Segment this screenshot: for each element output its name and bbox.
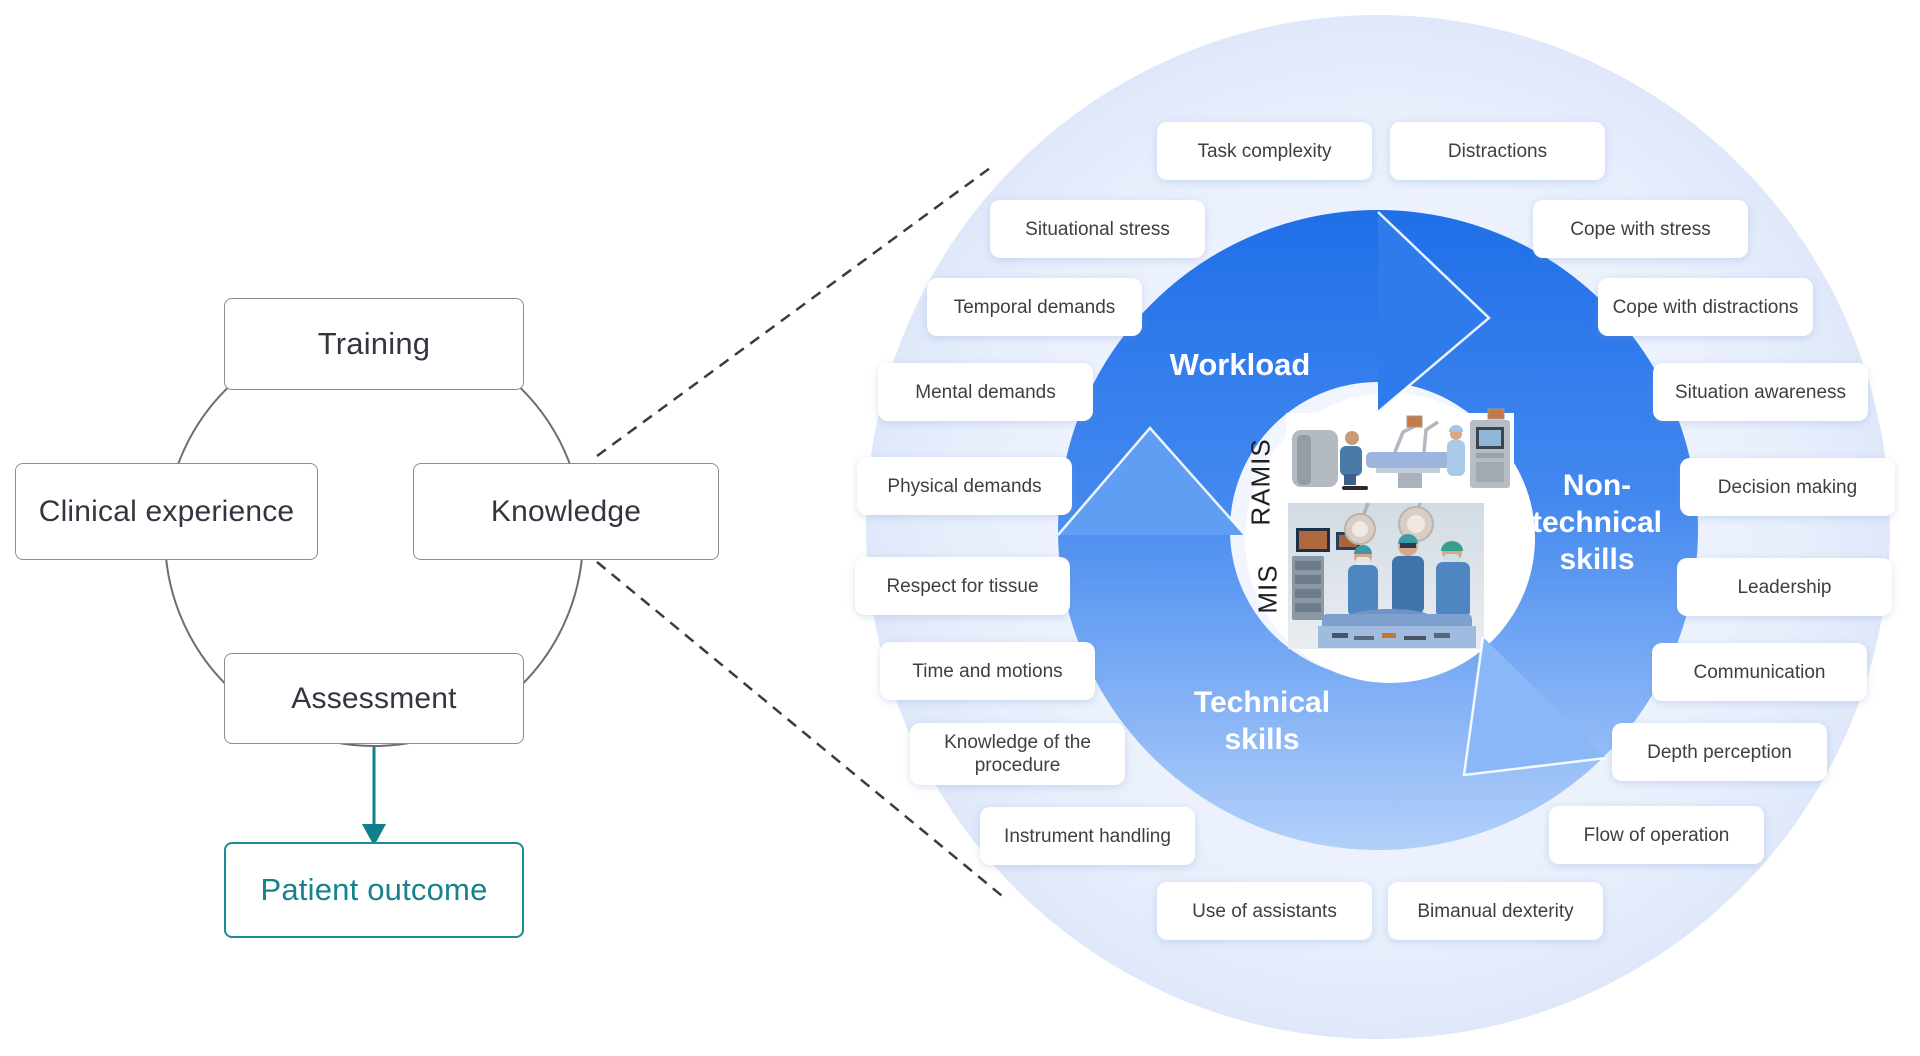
skill-chip-instrument-handling: Instrument handling: [980, 807, 1195, 865]
skill-chip-physical-demands: Physical demands: [857, 457, 1072, 515]
skill-chip-knowledge-of-the-procedure: Knowledge of the procedure: [910, 723, 1125, 785]
skill-chip-mental-demands: Mental demands: [878, 363, 1093, 421]
skill-chip-situational-stress: Situational stress: [990, 200, 1205, 258]
skill-chip-depth-perception: Depth perception: [1612, 723, 1827, 781]
cycle-arrow-left: [1057, 426, 1246, 536]
skill-chip-communication: Communication: [1652, 643, 1867, 701]
center-label-ramis: RAMIS: [1245, 438, 1276, 526]
cycle-arrow-top: [1377, 211, 1491, 413]
skill-chip-time-and-motions: Time and motions: [880, 642, 1095, 700]
node-training: Training: [224, 298, 524, 390]
cycle-arrow-bottom-right: [1462, 636, 1607, 777]
skill-chip-situation-awareness: Situation awareness: [1653, 363, 1868, 421]
skill-chip-use-of-assistants: Use of assistants: [1157, 882, 1372, 940]
section-label-workload: Workload: [1169, 347, 1311, 382]
skill-chip-task-complexity: Task complexity: [1157, 122, 1372, 180]
skill-chip-cope-with-stress: Cope with stress: [1533, 200, 1748, 258]
skill-chip-decision-making: Decision making: [1680, 458, 1895, 516]
node-patient-outcome: Patient outcome: [224, 842, 524, 938]
skill-chip-bimanual-dexterity: Bimanual dexterity: [1388, 882, 1603, 940]
skills-cycle-ring: [1058, 210, 1699, 850]
skill-chip-respect-for-tissue: Respect for tissue: [855, 557, 1070, 615]
ramis-photo: [1286, 408, 1514, 501]
knowledge-to-wheel-dashed-lines: [596, 166, 1008, 901]
center-label-mis: MIS: [1252, 564, 1283, 614]
node-assessment: Assessment: [224, 653, 524, 744]
skill-chip-distractions: Distractions: [1390, 122, 1605, 180]
skill-chip-leadership: Leadership: [1677, 558, 1892, 616]
skill-chip-cope-with-distractions: Cope with distractions: [1598, 278, 1813, 336]
assessment-to-outcome-arrow: [362, 747, 386, 846]
mis-photo: [1288, 502, 1484, 649]
node-knowledge: Knowledge: [413, 463, 719, 560]
skill-chip-flow-of-operation: Flow of operation: [1549, 806, 1764, 864]
skill-chip-temporal-demands: Temporal demands: [927, 278, 1142, 336]
node-clinical-experience: Clinical experience: [15, 463, 318, 560]
